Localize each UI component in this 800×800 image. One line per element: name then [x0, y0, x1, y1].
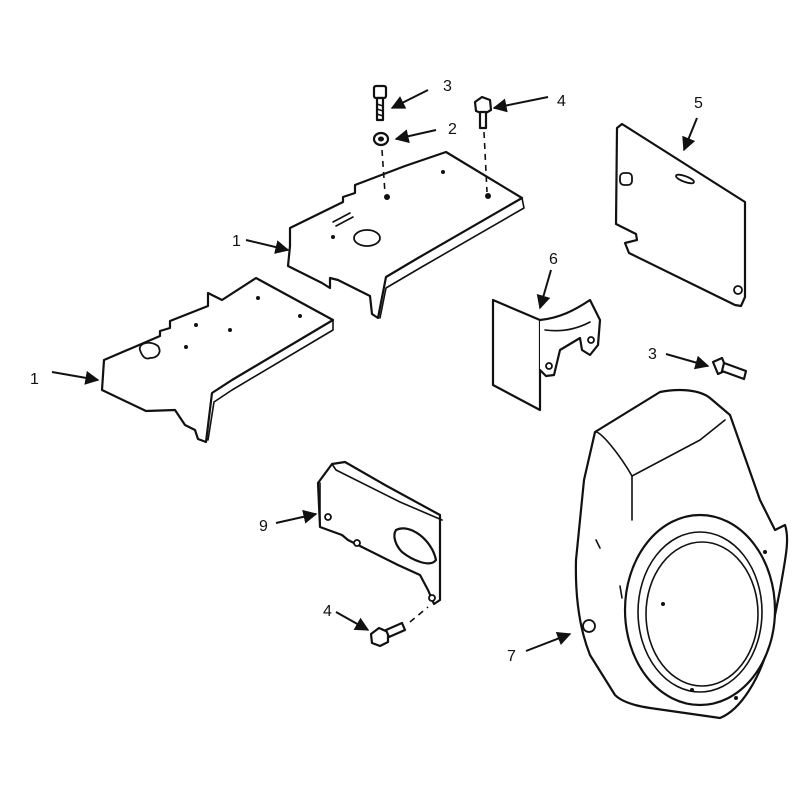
- callout-1-upper: 1: [232, 233, 241, 250]
- callout-3-right: 3: [648, 346, 657, 363]
- upper-baffle-plate: [286, 150, 525, 320]
- callout-1-lower: 1: [30, 371, 39, 388]
- callout-5: 5: [694, 95, 703, 112]
- callout-4-top: 4: [557, 93, 566, 110]
- lower-bracket: [316, 460, 443, 606]
- callout-6: 6: [549, 251, 558, 268]
- washer: [372, 131, 390, 147]
- screw-right: [711, 356, 748, 381]
- callout-3-top: 3: [443, 78, 452, 95]
- small-bracket: [491, 298, 602, 412]
- side-cover-plate: [614, 122, 747, 308]
- callout-labels: 3 2 4 5 1 1 6 3 9 4 7: [30, 78, 703, 665]
- bolt-lower: [369, 621, 407, 648]
- blower-housing: [574, 388, 789, 720]
- callout-9: 9: [259, 518, 268, 535]
- callout-2: 2: [448, 121, 457, 138]
- bolt-top: [473, 95, 493, 130]
- leader-arrows: [51, 89, 710, 652]
- callout-7: 7: [507, 648, 516, 665]
- screw-top: [372, 84, 388, 122]
- lower-baffle-plate: [100, 276, 335, 444]
- callout-4-lower: 4: [323, 603, 332, 620]
